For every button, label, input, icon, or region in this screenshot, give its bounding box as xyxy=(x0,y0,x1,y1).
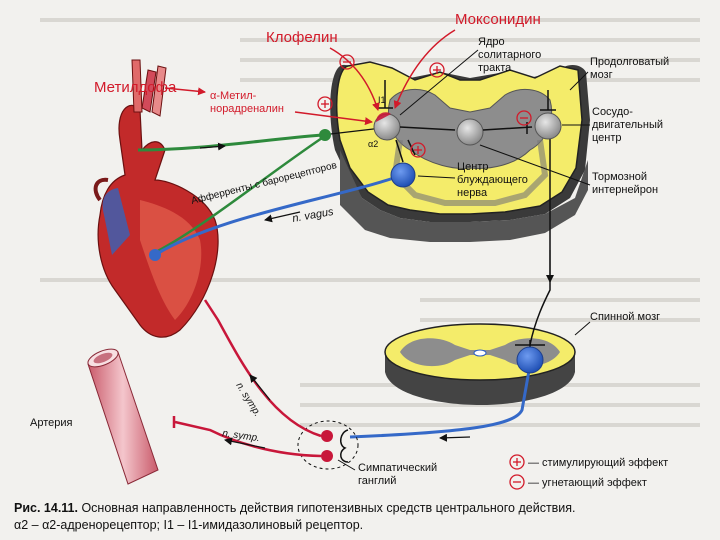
label-ganglion-2: ганглий xyxy=(358,475,396,487)
label-vagus-center-3: нерва xyxy=(457,187,488,199)
label-nts-1: Ядро xyxy=(478,36,505,48)
legend-inhibiting: — угнетающий эффект xyxy=(528,477,647,489)
label-ganglion-1: Симпатический xyxy=(358,462,437,474)
label-nts-2: солитарного xyxy=(478,49,541,61)
stimulatory-symbol xyxy=(317,96,333,112)
afferent-terminal xyxy=(319,129,331,141)
stimulatory-symbol xyxy=(410,142,426,158)
artery xyxy=(87,348,159,485)
label-spinal-cord: Спинной мозг xyxy=(590,311,660,323)
figure-caption: Рис. 14.11. Основная направленность дейс… xyxy=(14,500,714,534)
label-vasomotor-1: Сосудо- xyxy=(592,106,633,118)
label-vagus-center-2: блуждающего xyxy=(457,174,528,186)
background-text-ghost xyxy=(40,18,700,427)
label-n-symp-artery: n. symp. xyxy=(222,428,261,444)
postganglionic-to-heart xyxy=(203,299,322,438)
stimulatory-symbol xyxy=(429,62,445,78)
caption-line-2: α2 – α2-адренорецептор; I1 – I1-имидазол… xyxy=(14,518,364,532)
label-medulla-2: мозг xyxy=(590,69,613,81)
label-vagus-center-1: Центр xyxy=(457,161,489,173)
moxonidine-arrow xyxy=(393,29,456,109)
label-methyldopa: Метилдофа xyxy=(94,79,177,96)
legend-inhib-symbol xyxy=(509,474,525,490)
afferent-arrow xyxy=(321,124,383,136)
vagus-nerve xyxy=(154,173,404,257)
methylnorepinephrine-arrow xyxy=(294,111,373,126)
inhibitory-symbol xyxy=(339,54,355,70)
preganglionic-nerve xyxy=(349,364,532,439)
label-alpha-methyl-2: норадреналин xyxy=(210,103,284,115)
heart xyxy=(93,59,219,338)
afferent-nerve-2 xyxy=(149,136,323,257)
caption-line-1: Основная направленность действия гипотен… xyxy=(77,501,576,515)
effect-symbols xyxy=(317,54,532,490)
label-vasomotor-2: двигательный xyxy=(592,119,663,131)
clonidine-arrow xyxy=(329,47,380,111)
label-medulla-1: Продолговатый xyxy=(590,56,669,68)
label-alpha-methyl-1: α-Метил- xyxy=(210,90,257,102)
label-inhibitory-interneuron-2: интернейрон xyxy=(592,184,658,196)
label-nts-3: тракта xyxy=(478,62,512,74)
spinal-neuron xyxy=(516,346,544,374)
label-inhibitory-interneuron-1: Тормозной xyxy=(592,171,647,183)
label-n-vagus: n. vagus xyxy=(291,206,335,225)
label-clonidine: Клофелин xyxy=(266,29,338,46)
afferent-nerve xyxy=(137,133,323,152)
legend-stimulating: — стимулирующий эффект xyxy=(528,457,668,469)
label-i1-receptor: I1 xyxy=(378,95,386,105)
label-vasomotor-3: центр xyxy=(592,132,622,144)
label-artery: Артерия xyxy=(30,417,73,429)
inhibitory-symbol xyxy=(516,110,532,126)
methyldopa-arrow xyxy=(164,87,206,96)
label-moxonidine: Моксонидин xyxy=(455,11,541,28)
descending-pathway xyxy=(529,130,551,346)
sympathetic-ganglion xyxy=(297,420,359,470)
label-leader-lines xyxy=(337,49,591,471)
spinal-cord-section xyxy=(384,323,576,405)
legend-stim-symbol xyxy=(509,454,525,470)
label-alpha2-receptor: α2 xyxy=(368,139,378,149)
caption-prefix: Рис. 14.11. xyxy=(14,501,78,515)
vagus-terminal xyxy=(149,249,161,261)
